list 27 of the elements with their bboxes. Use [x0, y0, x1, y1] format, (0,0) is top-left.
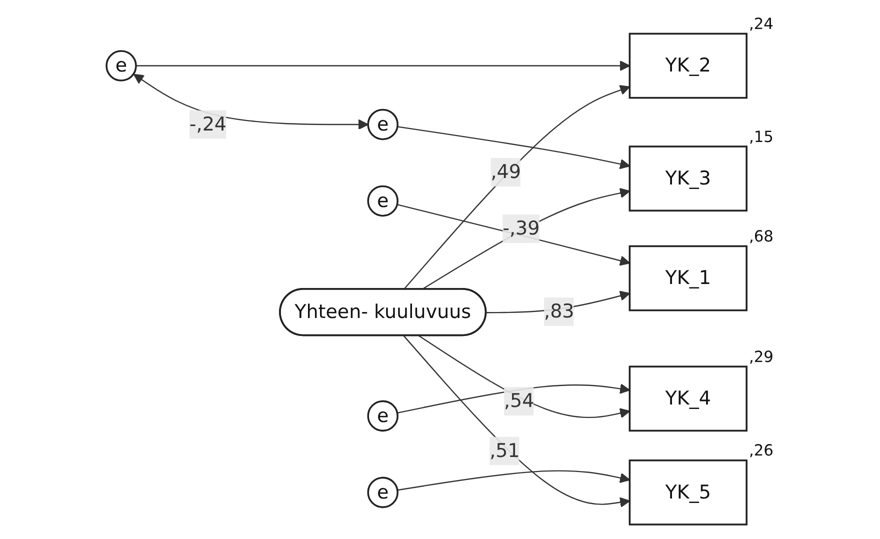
arrow — [403, 335, 630, 508]
edge-label: ,49 — [490, 158, 521, 186]
variable-box: YK_1 — [628, 245, 748, 312]
arrow — [136, 60, 630, 71]
edge-label: ,54 — [504, 387, 534, 416]
variable-box: YK_5 — [628, 460, 748, 526]
edge-label: ,83 — [544, 297, 574, 326]
arrow — [397, 470, 630, 491]
r-squared-value: ,29 — [748, 348, 774, 366]
r-squared-value: ,68 — [748, 227, 774, 246]
error-circle: e — [367, 108, 398, 140]
error-circle: e — [367, 185, 398, 217]
arrow — [397, 126, 630, 170]
r-squared-value: ,15 — [748, 128, 774, 146]
variable-box: YK_2 — [628, 32, 748, 99]
edge-label: -,24 — [189, 110, 226, 139]
error-circle: e — [367, 476, 398, 508]
r-squared-value: ,26 — [748, 442, 774, 460]
edge-label: -,39 — [502, 214, 540, 244]
arrow — [133, 74, 369, 130]
error-circle: e — [106, 50, 137, 82]
latent-ellipse: Yhteen- kuuluvuus — [279, 288, 487, 336]
variable-box: YK_3 — [628, 146, 748, 212]
r-squared-value: ,24 — [748, 14, 774, 33]
error-circle: e — [367, 400, 398, 432]
edge-label: ,51 — [490, 436, 520, 466]
variable-box: YK_4 — [628, 366, 748, 432]
